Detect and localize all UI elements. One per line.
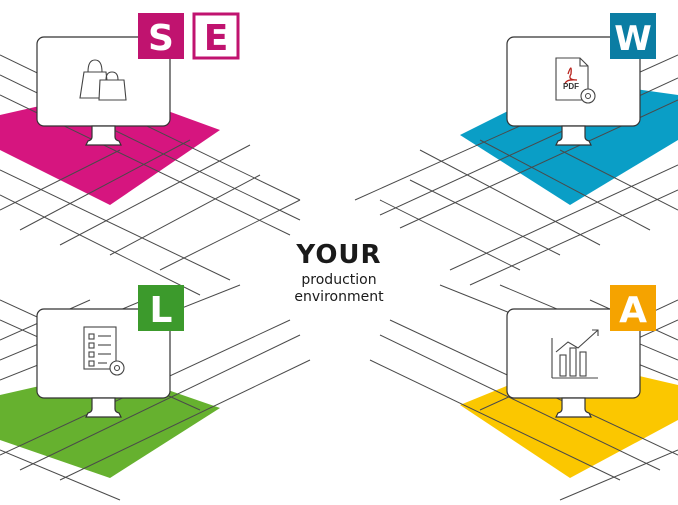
badge-l: L xyxy=(138,285,184,331)
pdf-label: PDF xyxy=(563,82,579,91)
center-subtitle-line2: environment xyxy=(294,289,384,305)
badge-s-letter: S xyxy=(148,18,174,59)
badge-w: W xyxy=(610,13,656,59)
badge-w-letter: W xyxy=(614,19,652,59)
badge-l-letter: L xyxy=(150,290,173,331)
pdf-document-gear-icon: PDF xyxy=(555,57,596,104)
badge-a-letter: A xyxy=(619,290,647,331)
badge-a: A xyxy=(610,285,656,331)
checklist-gear-icon xyxy=(83,326,125,376)
center-subtitle-line1: production xyxy=(301,272,377,288)
badge-e: E xyxy=(192,12,240,60)
bar-chart-growth-icon xyxy=(551,329,599,379)
badge-s: S xyxy=(138,13,184,59)
badge-e-letter: E xyxy=(204,18,229,59)
shopping-bags-icon xyxy=(79,59,127,101)
center-title: YOUR xyxy=(296,240,382,270)
